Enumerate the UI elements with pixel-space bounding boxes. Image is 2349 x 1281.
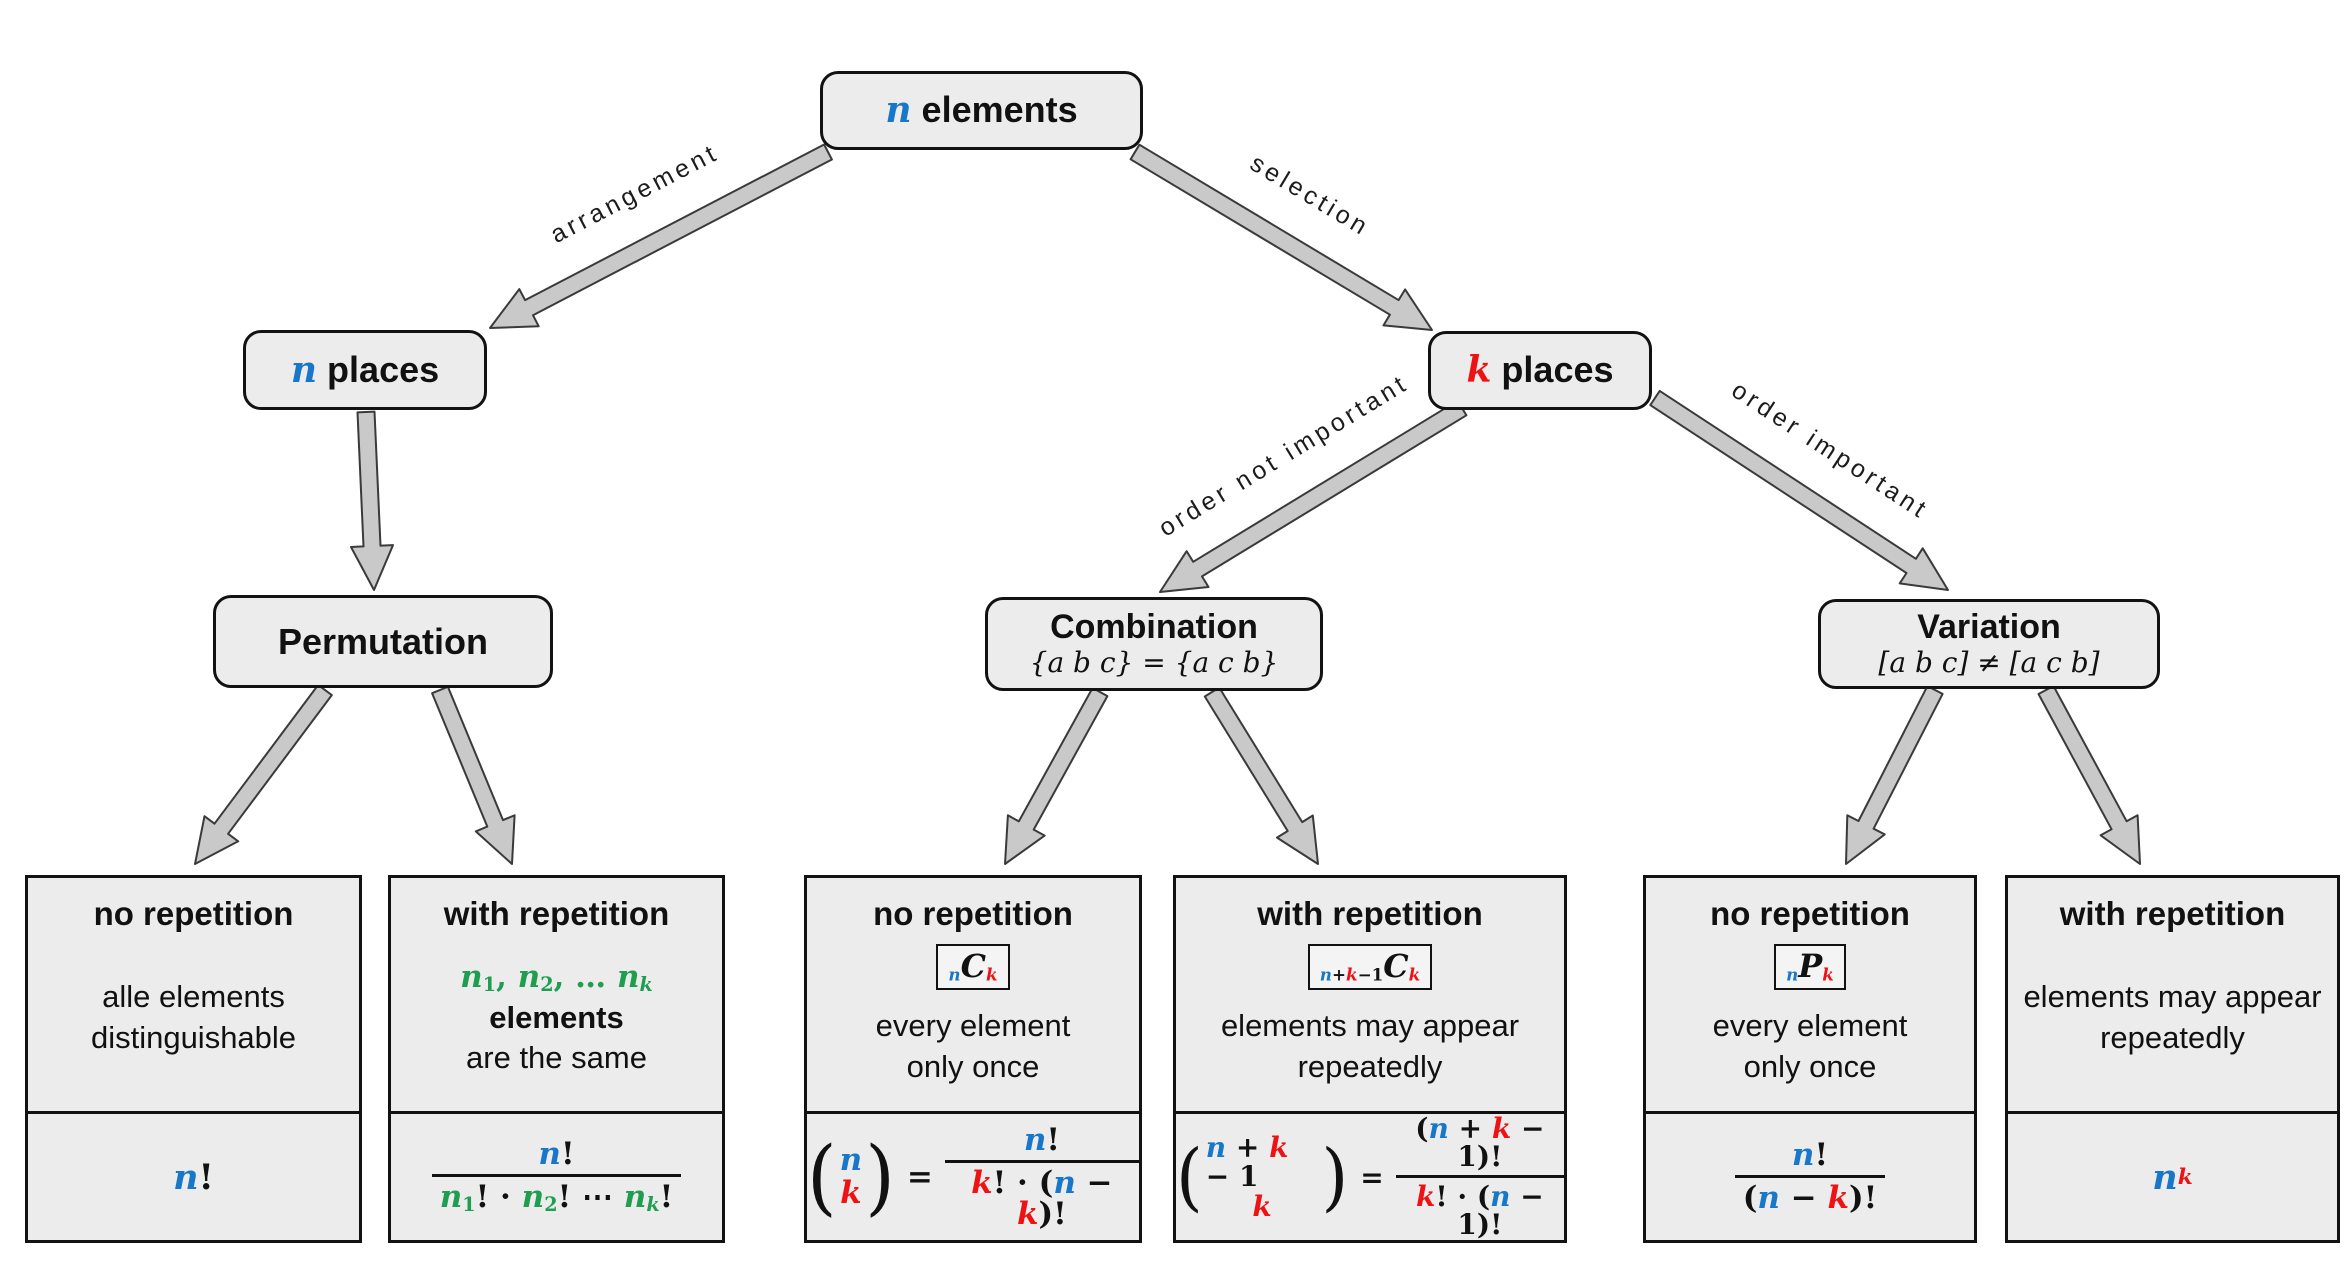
leaf-variation-no-repetition: no repetition nPk every element only once n!… <box>1643 875 1977 1243</box>
node-n-places: n places <box>243 330 487 410</box>
leaf-description: elements may appear repeatedly <box>2023 932 2321 1111</box>
node-combination: Combination {a b c} = {a c b} <box>985 597 1323 691</box>
leaf-permutation-no-repetition: no repetition alle elements distinguishabl… <box>25 875 362 1243</box>
description-line: distinguishable <box>90 1019 297 1055</box>
leaf-variation-with-repetition: with repetition elements may appear repeat… <box>2005 875 2340 1243</box>
arrow-k-places-to-variation <box>1649 389 1949 591</box>
node-subtitle: {a b c} = {a c b} <box>1029 646 1279 680</box>
leaf-description: alle elements distinguishable <box>91 932 296 1111</box>
arrow-root-to-n-places <box>489 143 833 329</box>
leaf-upper-section: no repetition alle elements distinguishabl… <box>28 878 359 1111</box>
leaf-upper-section: no repetition nCk every element only once <box>807 878 1139 1111</box>
leaf-description: every element only once <box>876 990 1071 1111</box>
description-line: elements may appear <box>2023 979 2322 1015</box>
node-title: Permutation <box>277 620 489 662</box>
description-line: only once <box>906 1048 1040 1084</box>
leaf-formula: n!n1! · n2! ⋯ nk! <box>391 1111 722 1240</box>
arrow-root-to-k-places <box>1129 143 1433 331</box>
node-title: Variation <box>1917 607 2061 646</box>
description-line: elements may appear <box>1220 1008 1520 1044</box>
description-line: every element <box>1712 1008 1908 1044</box>
leaf-upper-section: with repetition elements may appear repeat… <box>2008 878 2337 1111</box>
node-permutation: Permutation <box>213 595 553 688</box>
leaf-upper-section: no repetition nPk every element only once <box>1646 878 1974 1111</box>
leaf-title: with repetition <box>1257 895 1483 932</box>
arrow-n-places-to-permutation <box>350 410 394 591</box>
leaf-formula: n! <box>28 1111 359 1240</box>
description-math-line: n1, n2, … nk elements <box>460 958 653 1035</box>
formula-symbol-badge: nCk <box>936 944 1010 991</box>
description-line: repeatedly <box>2100 1019 2245 1055</box>
node-title: n places <box>290 348 440 391</box>
leaf-combination-no-repetition: no repetition nCk every element only once (n… <box>804 875 1142 1243</box>
node-title: k places <box>1466 349 1614 392</box>
node-subtitle: [a b c] ≠ [a c b] <box>1878 646 2100 680</box>
node-k-places: k places <box>1428 331 1652 410</box>
leaf-title: no repetition <box>873 895 1073 932</box>
node-variation: Variation [a b c] ≠ [a c b] <box>1818 599 2160 689</box>
arrow-combination-to-with-repetition <box>1203 686 1319 865</box>
node-n-elements: n elements <box>820 71 1143 150</box>
description-line: are the same <box>466 1040 647 1076</box>
description-line: repeatedly <box>1297 1048 1443 1084</box>
arrow-variation-to-no-repetition <box>1845 685 1944 865</box>
leaf-title: with repetition <box>2059 895 2286 932</box>
formula-symbol-badge: n+k−1Ck <box>1307 944 1433 991</box>
leaf-title: no repetition <box>93 895 294 932</box>
leaf-formula: n!(n − k)! <box>1646 1111 1974 1240</box>
leaf-description: n1, n2, … nk elements are the same <box>391 932 722 1111</box>
node-title: Combination <box>1050 607 1258 646</box>
arrow-combination-to-no-repetition <box>1004 686 1109 865</box>
arrow-k-places-to-combination <box>1159 399 1468 593</box>
description-line: alle elements <box>102 979 285 1015</box>
formula-symbol-badge: nPk <box>1774 944 1846 991</box>
arrow-permutation-to-no-repetition <box>194 683 333 865</box>
leaf-title: no repetition <box>1710 895 1910 932</box>
leaf-upper-section: with repetition n1, n2, … nk elements are … <box>391 878 722 1111</box>
node-title: n elements <box>885 89 1078 132</box>
leaf-permutation-with-repetition: with repetition n1, n2, … nk elements are … <box>388 875 725 1243</box>
leaf-description: every element only once <box>1713 990 1908 1111</box>
leaf-title: with repetition <box>443 895 670 932</box>
description-line: every element <box>875 1008 1071 1044</box>
leaf-description: elements may appear repeatedly <box>1221 990 1519 1111</box>
description-line: only once <box>1743 1048 1877 1084</box>
arrow-variation-to-with-repetition <box>2037 685 2141 865</box>
arrow-permutation-to-with-repetition <box>431 685 516 865</box>
